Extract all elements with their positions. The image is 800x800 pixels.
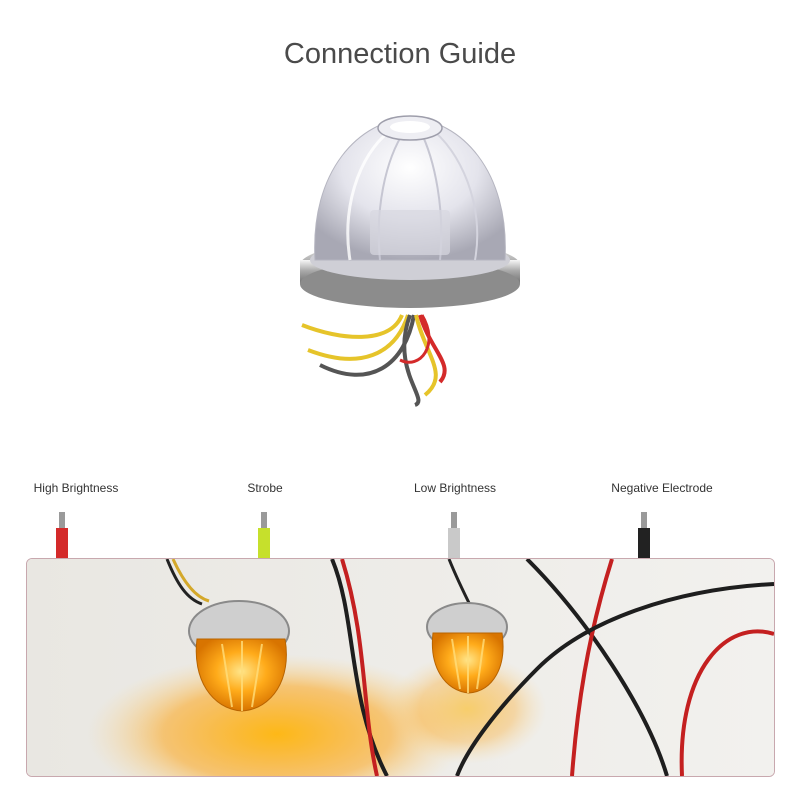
wire-sample-low-brightness [448, 512, 460, 562]
wire-label-low-brightness: Low Brightness [413, 481, 497, 495]
wire-label-strobe: Strobe [247, 481, 283, 495]
page-title: Connection Guide [283, 38, 517, 70]
wire-sample-strobe [258, 512, 270, 562]
lit-amber-marker-lights-photo [26, 558, 775, 777]
wire-label-high-brightness: High Brightness [33, 481, 119, 495]
clear-dome-marker-light-icon [300, 115, 520, 407]
wire-sample-high-brightness [56, 512, 68, 562]
wire-label-negative-electrode: Negative Electrode [611, 481, 713, 495]
wire-sample-negative-electrode [638, 512, 650, 562]
